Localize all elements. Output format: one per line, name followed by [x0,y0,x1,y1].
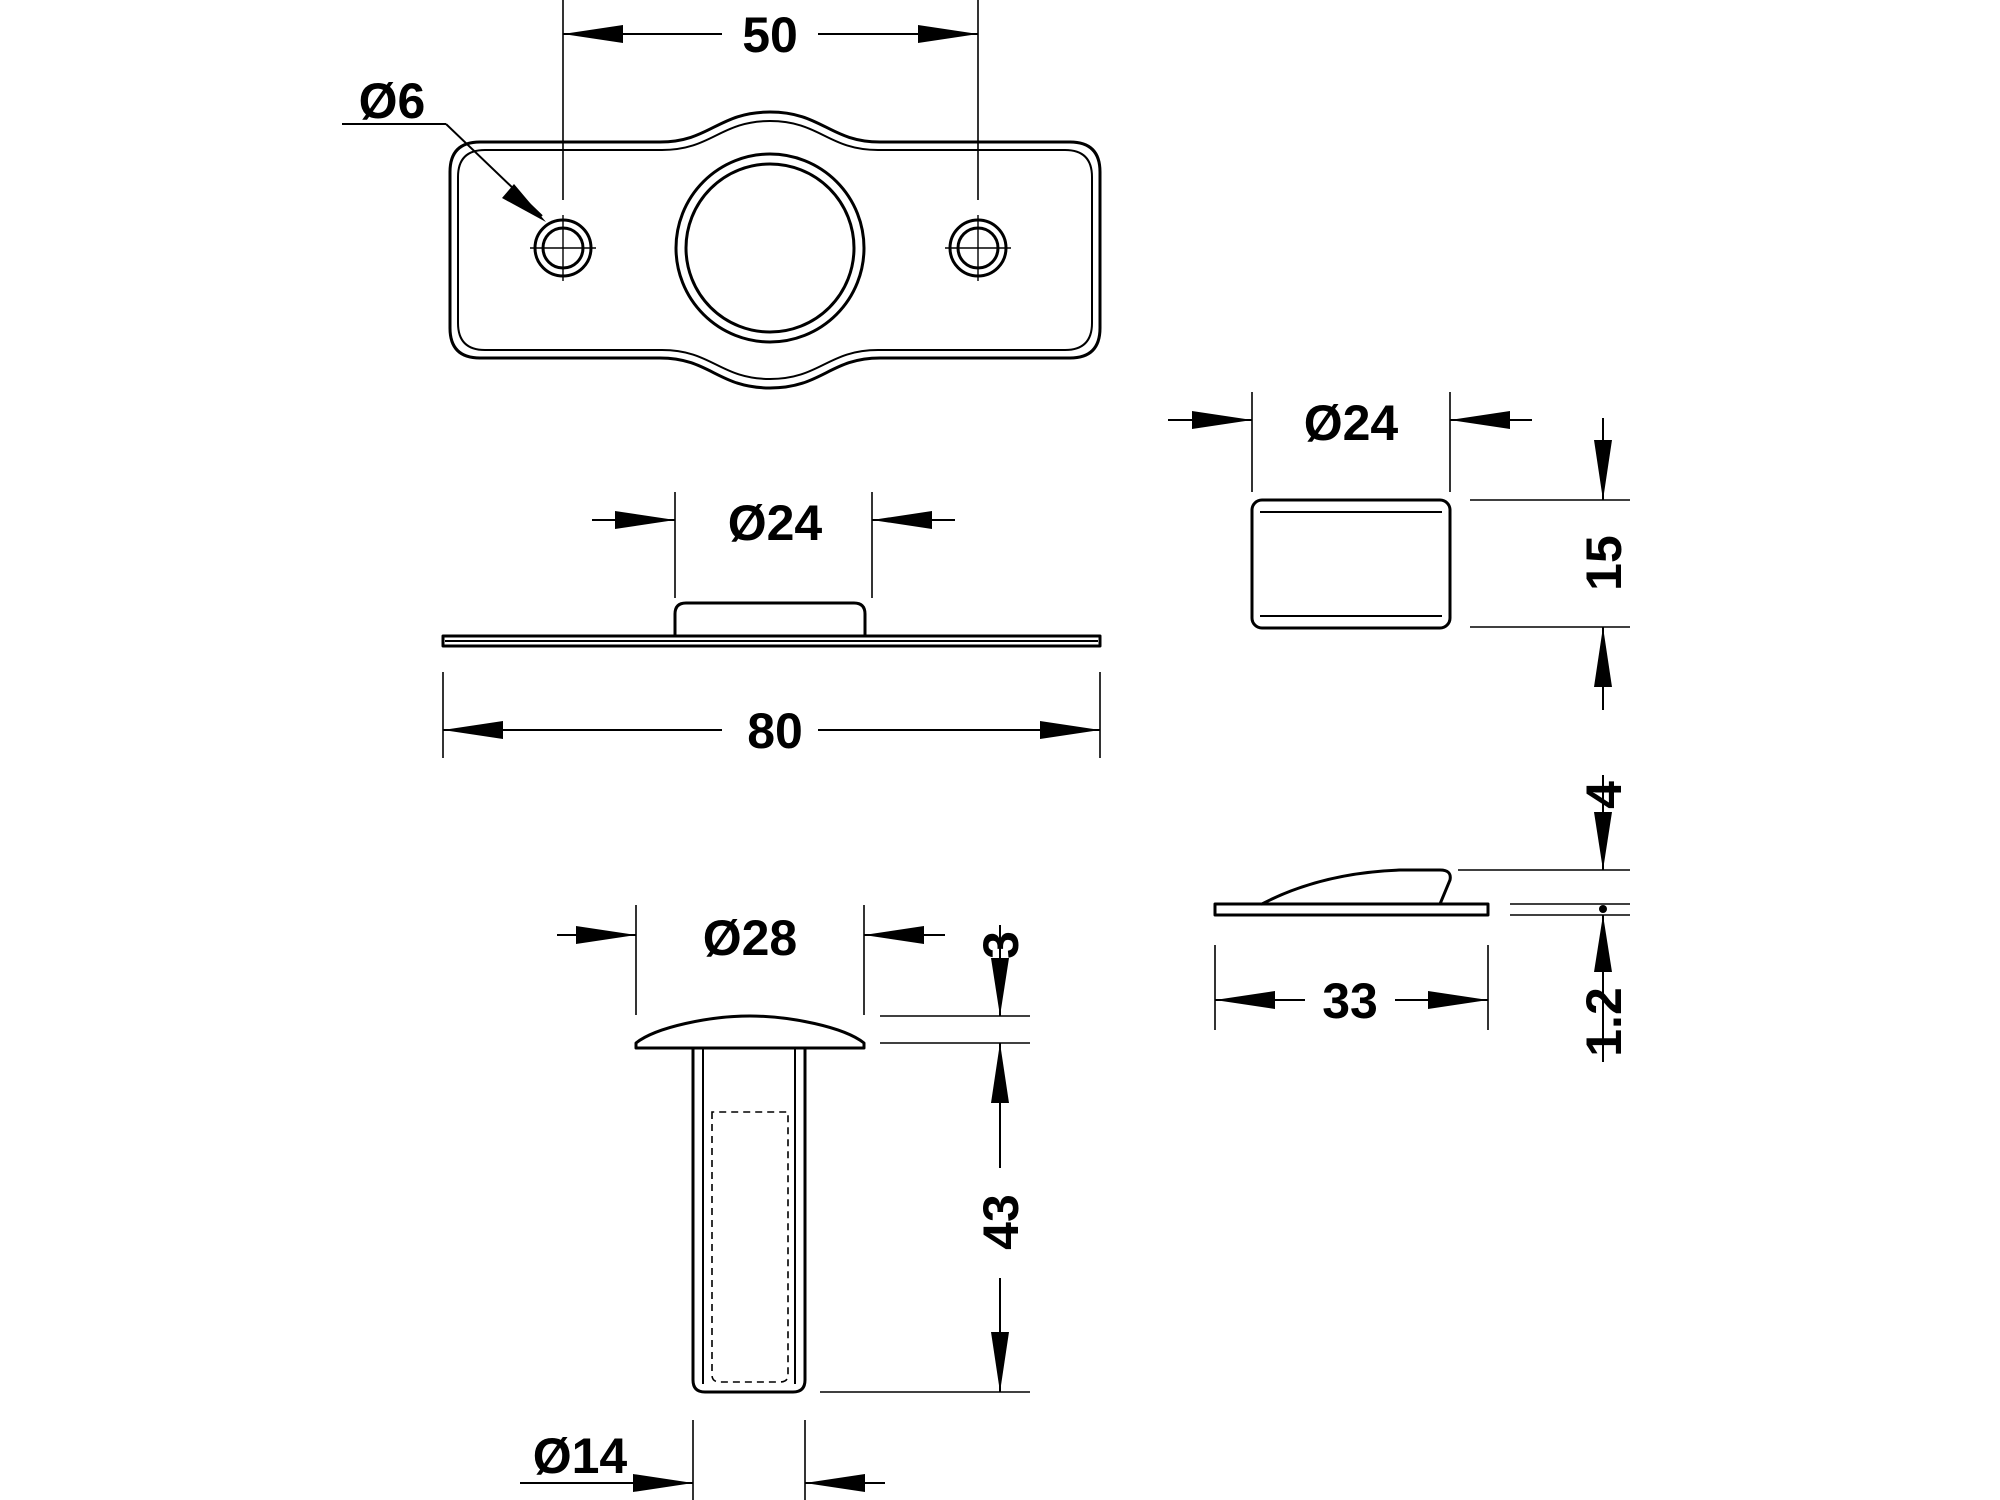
dimension-boss-diameter: Ø24 [592,492,955,598]
dimension-head-diameter: Ø28 [557,905,945,1015]
dimension-plate-thickness: 1.2 [1510,903,1632,1062]
label-pin-length: 43 [973,1194,1029,1250]
label-cap-diameter: Ø24 [1304,395,1399,451]
label-head-diameter: Ø28 [703,910,798,966]
dimension-cap-height: 15 [1470,418,1632,710]
dimension-plate-length: 80 [442,672,1101,759]
dimension-wedge-length: 33 [1214,945,1489,1030]
label-boss-diameter: Ø24 [728,495,823,551]
dimension-pin-length: 43 [820,1168,1030,1393]
label-plate-length: 80 [747,703,803,759]
label-hole-diameter: Ø6 [359,73,426,129]
dimension-shank-diameter: Ø14 [520,1420,885,1500]
label-cap-height: 15 [1576,535,1632,591]
screw-hole-right [945,215,1011,281]
dimension-cap-diameter: Ø24 [1168,392,1532,492]
label-wedge-height: 4 [1576,781,1632,809]
cap-part [1250,498,1452,630]
side-view-plate [441,601,1102,648]
dimension-head-thickness: 3 [880,925,1030,1392]
wedge-part [1213,868,1490,917]
dimension-hole-diameter: Ø6 [342,73,546,222]
label-head-thickness: 3 [973,931,1029,959]
dimension-wedge-height: 4 [1458,775,1632,871]
label-hole-spacing: 50 [742,7,798,63]
label-wedge-length: 33 [1322,973,1378,1029]
top-view-plate [448,110,1102,390]
dimension-hole-spacing: 50 [562,0,979,200]
center-boss [674,152,866,344]
pin-part [634,1014,866,1394]
label-shank-diameter: Ø14 [533,1428,628,1484]
label-plate-thickness: 1.2 [1576,987,1632,1057]
screw-hole-left [530,215,596,281]
